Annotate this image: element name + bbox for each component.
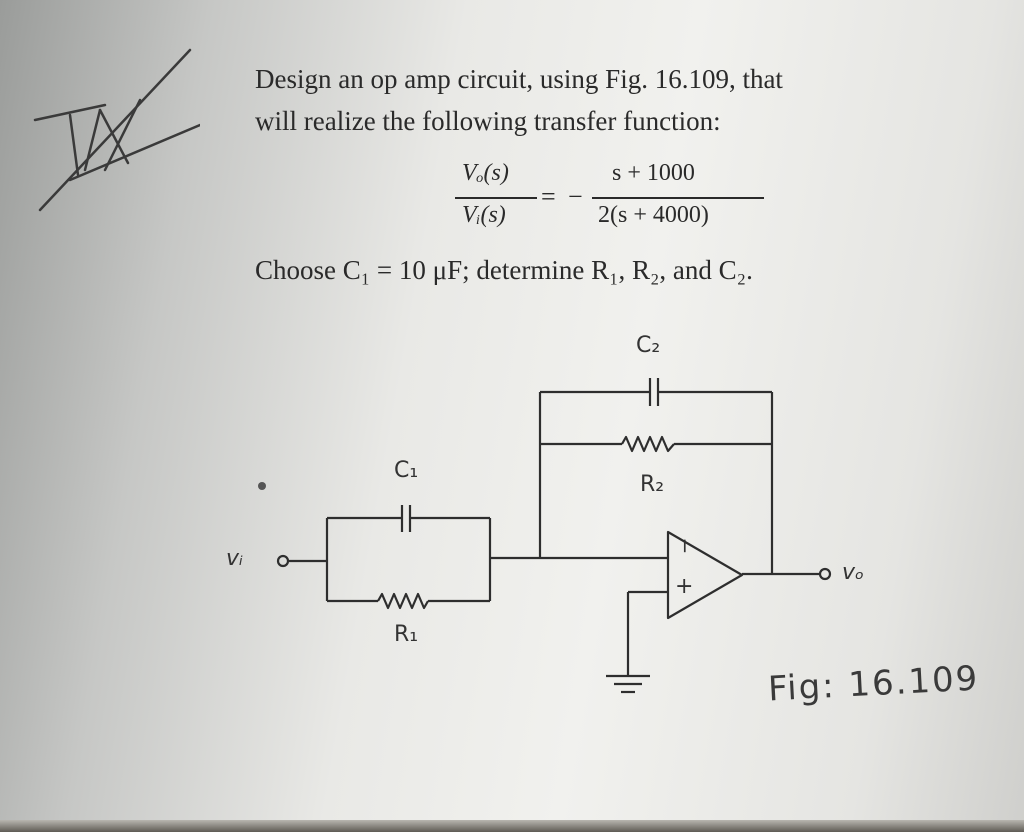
problem-intro-line-2: will realize the following transfer func… xyxy=(255,106,721,136)
c2-label: C₂ xyxy=(636,333,661,358)
r1-resistor xyxy=(377,592,429,610)
input-terminal xyxy=(276,554,290,568)
paper-bottom-edge xyxy=(0,820,1024,832)
inverting-input-sign: − xyxy=(673,537,698,555)
rhs-numerator: s + 1000 xyxy=(612,160,695,186)
output-terminal xyxy=(818,567,832,581)
c1-label: C₁ xyxy=(394,458,419,483)
lhs-denominator: Vᵢ(s) xyxy=(462,202,506,228)
choose-instruction: Choose C₁ = 10 μF; determine R₁, R₂, and… xyxy=(255,255,753,285)
noninverting-input-sign: + xyxy=(675,574,694,599)
r2-label: R₂ xyxy=(640,472,665,497)
rhs-fraction-bar xyxy=(592,197,764,199)
r2-resistor xyxy=(621,435,675,453)
r1-label: R₁ xyxy=(394,622,419,647)
op-amp-triangle xyxy=(666,530,744,620)
problem-intro-line-1: Design an op amp circuit, using Fig. 16.… xyxy=(255,64,783,94)
rhs-denominator: 2(s + 4000) xyxy=(598,202,709,228)
vi-label: vᵢ xyxy=(226,546,243,571)
lhs-fraction-bar xyxy=(455,197,537,199)
roman-numeral-mark: IV xyxy=(33,48,200,212)
lhs-numerator: Vₒ(s) xyxy=(462,160,509,186)
vo-label: vₒ xyxy=(842,560,865,585)
minus-sign: − xyxy=(568,182,583,211)
pencil-dot xyxy=(258,482,266,490)
equals-sign: = xyxy=(541,182,556,211)
